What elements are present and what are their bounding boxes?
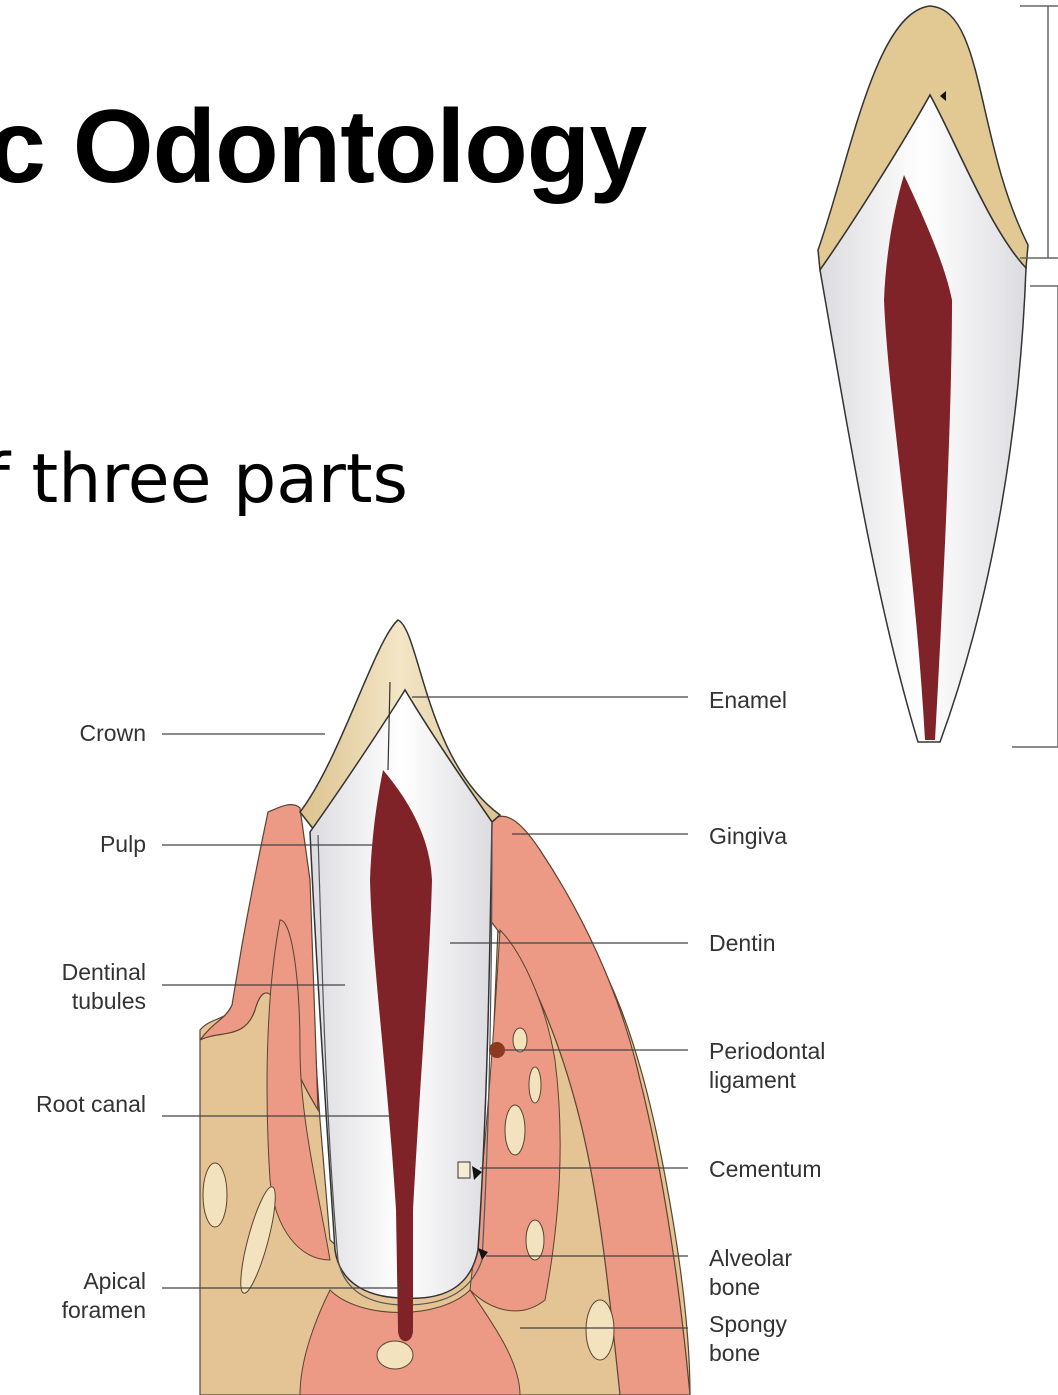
label-pulp: Pulp	[100, 830, 146, 859]
label-apical-foramen: Apical foramen	[62, 1267, 146, 1325]
label-enamel: Enamel	[709, 686, 787, 715]
label-gingiva: Gingiva	[709, 822, 787, 851]
main-tooth-illustration	[200, 620, 690, 1395]
cementocyte-marker	[458, 1162, 470, 1178]
label-root-canal: Root canal	[36, 1090, 146, 1119]
label-spongy-bone: Spongy bone	[709, 1310, 787, 1368]
ligament-marker	[489, 1042, 505, 1058]
label-dentinal-tubules: Dentinal tubules	[62, 958, 146, 1016]
label-periodontal-ligament: Periodontal ligament	[709, 1037, 825, 1095]
label-dentin: Dentin	[709, 929, 775, 958]
label-crown: Crown	[80, 719, 146, 748]
small-tooth-illustration	[818, 6, 1058, 747]
label-alveolar-bone: Alveolar bone	[709, 1244, 792, 1302]
label-cementum: Cementum	[709, 1155, 821, 1184]
crown-bracket	[1020, 6, 1058, 258]
